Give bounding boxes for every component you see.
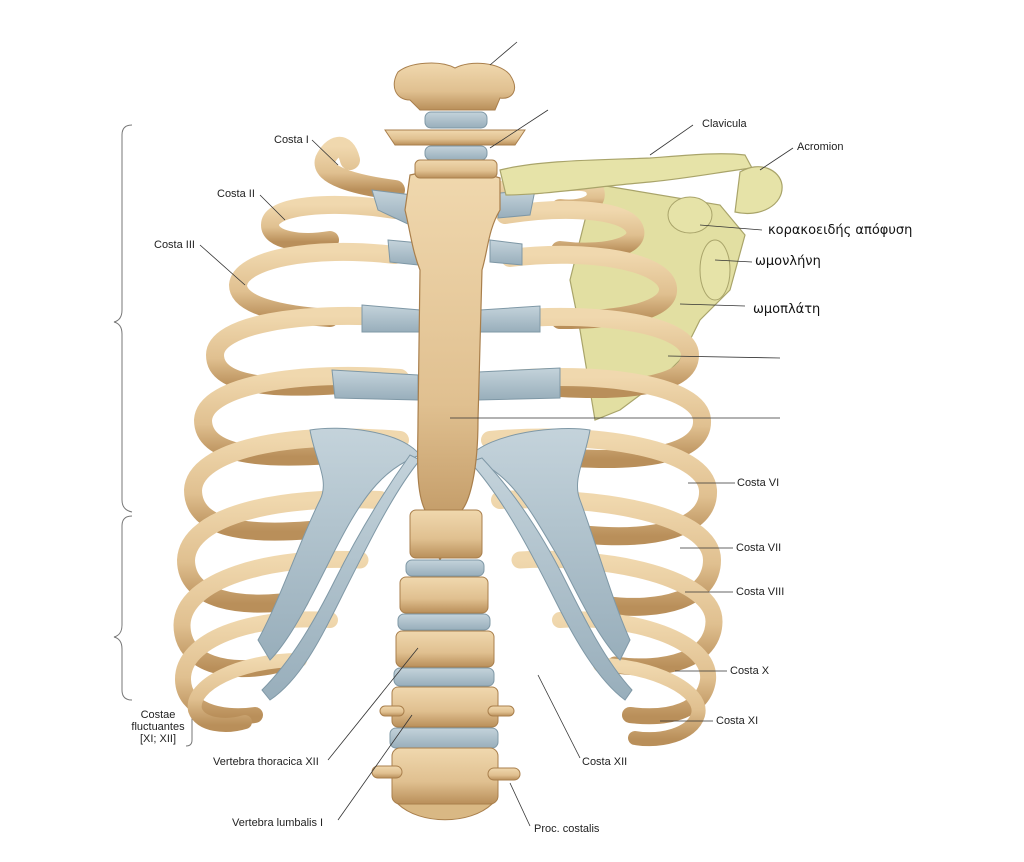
label-costa-xii: Costa XII [582,756,628,768]
acromion-shape [734,166,783,214]
label-costa-vii: Costa VII [736,542,782,554]
leader-lines [199,41,794,827]
lower-vertebrae [371,509,521,821]
label-vertebra-lumbalis-i: Vertebra lumbalis I [232,817,324,829]
label-costa-vi: Costa VI [737,477,780,489]
coracoid-shape [667,196,713,234]
label-costa-i: Costa I [274,134,309,146]
cervical-vertebrae [384,62,526,179]
label-costa-x: Costa X [730,665,770,677]
label-scapula: ωμοπλάτη [753,302,821,317]
label-vertebra-thoracica-xii: Vertebra thoracica XII [213,756,319,768]
label-costae-fluctuantes-3: [XI; XII] [139,733,177,745]
sternum-shape [404,169,501,562]
label-costa-xi: Costa XI [716,715,759,727]
label-proc-costalis: Proc. costalis [534,823,600,835]
label-acromion: Acromion [797,141,844,153]
costal-cartilages [257,189,633,701]
label-glenoid: ωμονλήνη [755,254,821,269]
left-brackets [113,124,193,747]
label-clavicula: Clavicula [702,118,747,130]
glenoid-shape [699,239,731,301]
label-costa-viii: Costa VIII [736,586,785,598]
label-costae-fluctuantes-1: Costae [140,709,176,721]
label-costa-iii: Costa III [154,239,195,251]
label-costa-ii: Costa II [217,188,255,200]
label-costae-fluctuantes-2: fluctuantes [131,721,185,733]
label-coracoid-process: κορακοειδής απόφυση [768,223,913,238]
